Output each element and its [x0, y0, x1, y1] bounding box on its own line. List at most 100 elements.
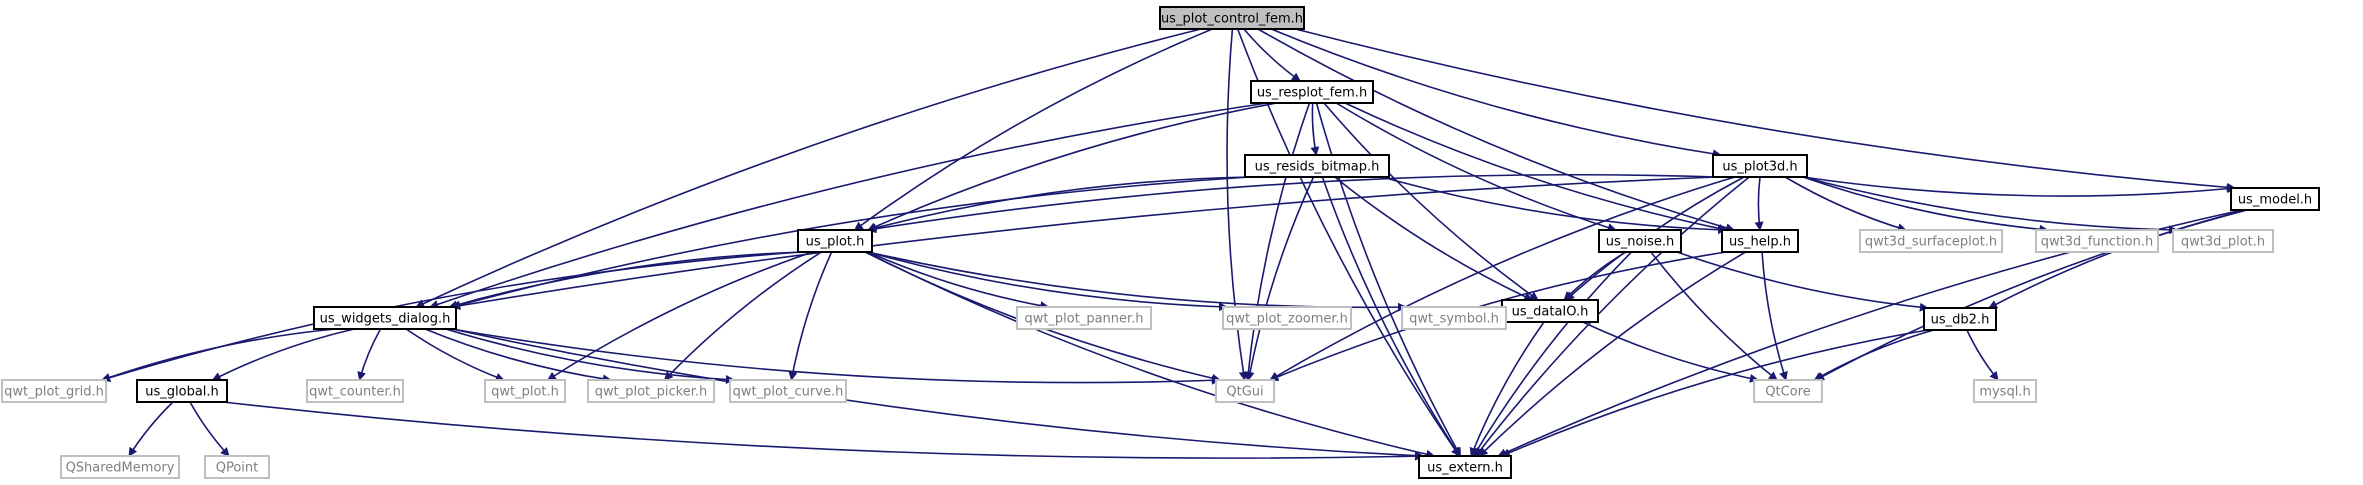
node-label: qwt_plot_grid.h	[4, 385, 104, 400]
edge-us_resplot_fem-to-us_extern	[1315, 102, 1462, 457]
node-qwt-symbol: qwt_symbol.h	[1401, 306, 1507, 330]
edge-us_model-to-us_db2	[1988, 209, 2247, 309]
node-label: us_plot3d.h	[1722, 160, 1797, 175]
node-qwt3d-function: qwt3d_function.h	[2035, 229, 2159, 253]
node-us-db2[interactable]: us_db2.h	[1923, 307, 1997, 331]
node-label: QtCore	[1765, 385, 1810, 400]
node-label: qwt_plot_zoomer.h	[1226, 312, 1348, 327]
edge-us_plot3d-to-us_plot	[867, 173, 1718, 234]
node-us-widgets-dialog[interactable]: us_widgets_dialog.h	[313, 306, 457, 330]
node-label: qwt_plot_panner.h	[1024, 312, 1143, 327]
node-label: us_db2.h	[1931, 313, 1990, 328]
node-label: us_plot.h	[806, 235, 865, 250]
edge-us_resplot_fem-to-us_resids_bitmap	[1310, 102, 1320, 156]
node-label: QtGui	[1226, 385, 1263, 400]
edge-us_dataIO-to-us_extern	[1469, 321, 1545, 457]
edge-us_plot3d-to-us_widgets_dialog	[451, 176, 1718, 311]
edge-us_widgets_dialog-to-qwt_plot_curve	[445, 328, 735, 385]
node-us-plot3d[interactable]: us_plot3d.h	[1712, 154, 1808, 178]
edge-us_plot_control_fem-to-us_widgets_dialog	[415, 28, 1202, 308]
node-label: us_resids_bitmap.h	[1255, 160, 1380, 175]
edge-us_plot_control_fem-to-us_plot	[853, 28, 1213, 231]
edge-us_global-to-us_extern	[222, 401, 1424, 461]
node-label: us_resplot_fem.h	[1257, 86, 1367, 101]
node-qwt-plot-picker: qwt_plot_picker.h	[587, 379, 715, 403]
node-label: us_extern.h	[1427, 461, 1503, 476]
node-label: us_noise.h	[1606, 235, 1674, 250]
node-label: us_help.h	[1729, 235, 1791, 250]
edge-us_global-to-QSharedMemory	[128, 401, 174, 457]
edge-us_noise-to-us_extern	[1472, 251, 1633, 457]
node-label: QPoint	[216, 461, 259, 476]
edge-us_widgets_dialog-to-us_global	[211, 328, 355, 381]
edge-us_plot3d-to-qwt3d_function	[1802, 176, 2049, 234]
edge-us_plot_control_fem-to-us_resplot_fem	[1243, 28, 1301, 82]
edge-us_resids_bitmap-to-us_plot	[867, 176, 1250, 233]
node-us-resids-bitmap[interactable]: us_resids_bitmap.h	[1244, 154, 1390, 178]
edge-us_plot-to-qwt_plot_curve	[788, 251, 833, 381]
edge-us_plot3d-to-QtGui	[1269, 176, 1736, 381]
edge-us_plot-to-qwt_plot	[546, 251, 813, 381]
node-label: qwt3d_function.h	[2041, 235, 2153, 250]
edge-us_plot-to-qwt_plot_zoomer	[867, 251, 1228, 312]
node-qwt3d-plot: qwt3d_plot.h	[2172, 229, 2274, 253]
edge-us_global-to-QPoint	[189, 401, 230, 457]
edge-us_widgets_dialog-to-us_extern	[451, 328, 1424, 461]
edge-us_noise-to-us_db2	[1676, 251, 1929, 312]
edge-us_resids_bitmap-to-us_dataIO	[1334, 176, 1534, 301]
node-QtCore: QtCore	[1753, 379, 1823, 403]
nodes-layer: us_plot_control_fem.h us_resplot_fem.h us_…	[1, 6, 2320, 479]
node-qwt-plot-zoomer: qwt_plot_zoomer.h	[1222, 306, 1352, 330]
node-label: qwt3d_plot.h	[2181, 235, 2265, 250]
node-label: qwt_counter.h	[309, 385, 401, 400]
edge-us_db2-to-us_extern	[1500, 329, 1929, 457]
node-QPoint: QPoint	[204, 455, 270, 479]
node-qwt-plot-panner: qwt_plot_panner.h	[1016, 306, 1152, 330]
edge-us_resids_bitmap-to-QtGui	[1245, 176, 1315, 381]
node-label: qwt_symbol.h	[1409, 312, 1499, 327]
node-us-help[interactable]: us_help.h	[1721, 229, 1799, 253]
node-us-model[interactable]: us_model.h	[2230, 187, 2320, 211]
node-us-extern[interactable]: us_extern.h	[1418, 455, 1512, 479]
node-us-plot[interactable]: us_plot.h	[797, 229, 873, 253]
edge-us_plot3d-to-us_model	[1802, 176, 2236, 197]
edge-us_resplot_fem-to-us_dataIO	[1323, 102, 1539, 301]
edge-us_resplot_fem-to-us_plot	[867, 102, 1277, 231]
node-QtGui: QtGui	[1215, 379, 1275, 403]
node-us-plot-control-fem[interactable]: us_plot_control_fem.h	[1159, 6, 1305, 30]
node-us-noise[interactable]: us_noise.h	[1598, 229, 1682, 253]
node-label: us_plot_control_fem.h	[1161, 12, 1303, 27]
edge-us_resplot_fem-to-us_widgets_dialog	[429, 102, 1268, 309]
node-us-global[interactable]: us_global.h	[136, 379, 228, 403]
edge-us_widgets_dialog-to-qwt_plot_grid	[101, 328, 336, 382]
node-label: QSharedMemory	[66, 461, 175, 476]
node-qwt3d-surfaceplot: qwt3d_surfaceplot.h	[1859, 229, 2003, 253]
edge-us_plot-to-us_extern	[865, 251, 1436, 459]
edge-us_plot_control_fem-to-us_model	[1295, 28, 2236, 192]
edge-us_resids_bitmap-to-us_help	[1381, 176, 1727, 235]
edge-us_help-to-QtCore	[1761, 251, 1788, 381]
edge-us_widgets_dialog-to-qwt_plot	[405, 328, 505, 382]
edge-us_plot3d-to-qwt3d_surfaceplot	[1784, 176, 1907, 232]
edge-us_plot_control_fem-to-QtGui	[1226, 28, 1248, 381]
node-label: us_dataIO.h	[1512, 305, 1589, 320]
edge-us_plot3d-to-us_help	[1754, 176, 1764, 231]
node-label: qwt_plot_curve.h	[733, 385, 844, 400]
node-us-resplot-fem[interactable]: us_resplot_fem.h	[1250, 80, 1374, 104]
edge-us_plot3d-to-qwt3d_plot	[1802, 176, 2178, 235]
edge-us_widgets_dialog-to-qwt_counter	[357, 328, 382, 381]
node-qwt-plot: qwt_plot.h	[484, 379, 566, 403]
node-us-dataIO[interactable]: us_dataIO.h	[1501, 299, 1599, 323]
edge-us_resids_bitmap-to-us_extern	[1321, 176, 1461, 457]
edge-us_plot3d-to-us_extern	[1475, 176, 1750, 457]
edge-us_plot-to-qwt_plot_panner	[867, 251, 1050, 311]
node-qwt-plot-curve: qwt_plot_curve.h	[729, 379, 847, 403]
edge-us_widgets_dialog-to-QtGui	[451, 328, 1221, 385]
node-label: us_widgets_dialog.h	[320, 312, 451, 327]
node-QSharedMemory: QSharedMemory	[60, 455, 180, 479]
node-qwt-plot-grid: qwt_plot_grid.h	[1, 379, 107, 403]
edge-us_plot_control_fem-to-us_plot3d	[1270, 28, 1722, 159]
edge-us_resplot_fem-to-QtGui	[1243, 102, 1311, 381]
node-label: qwt_plot.h	[491, 385, 559, 400]
